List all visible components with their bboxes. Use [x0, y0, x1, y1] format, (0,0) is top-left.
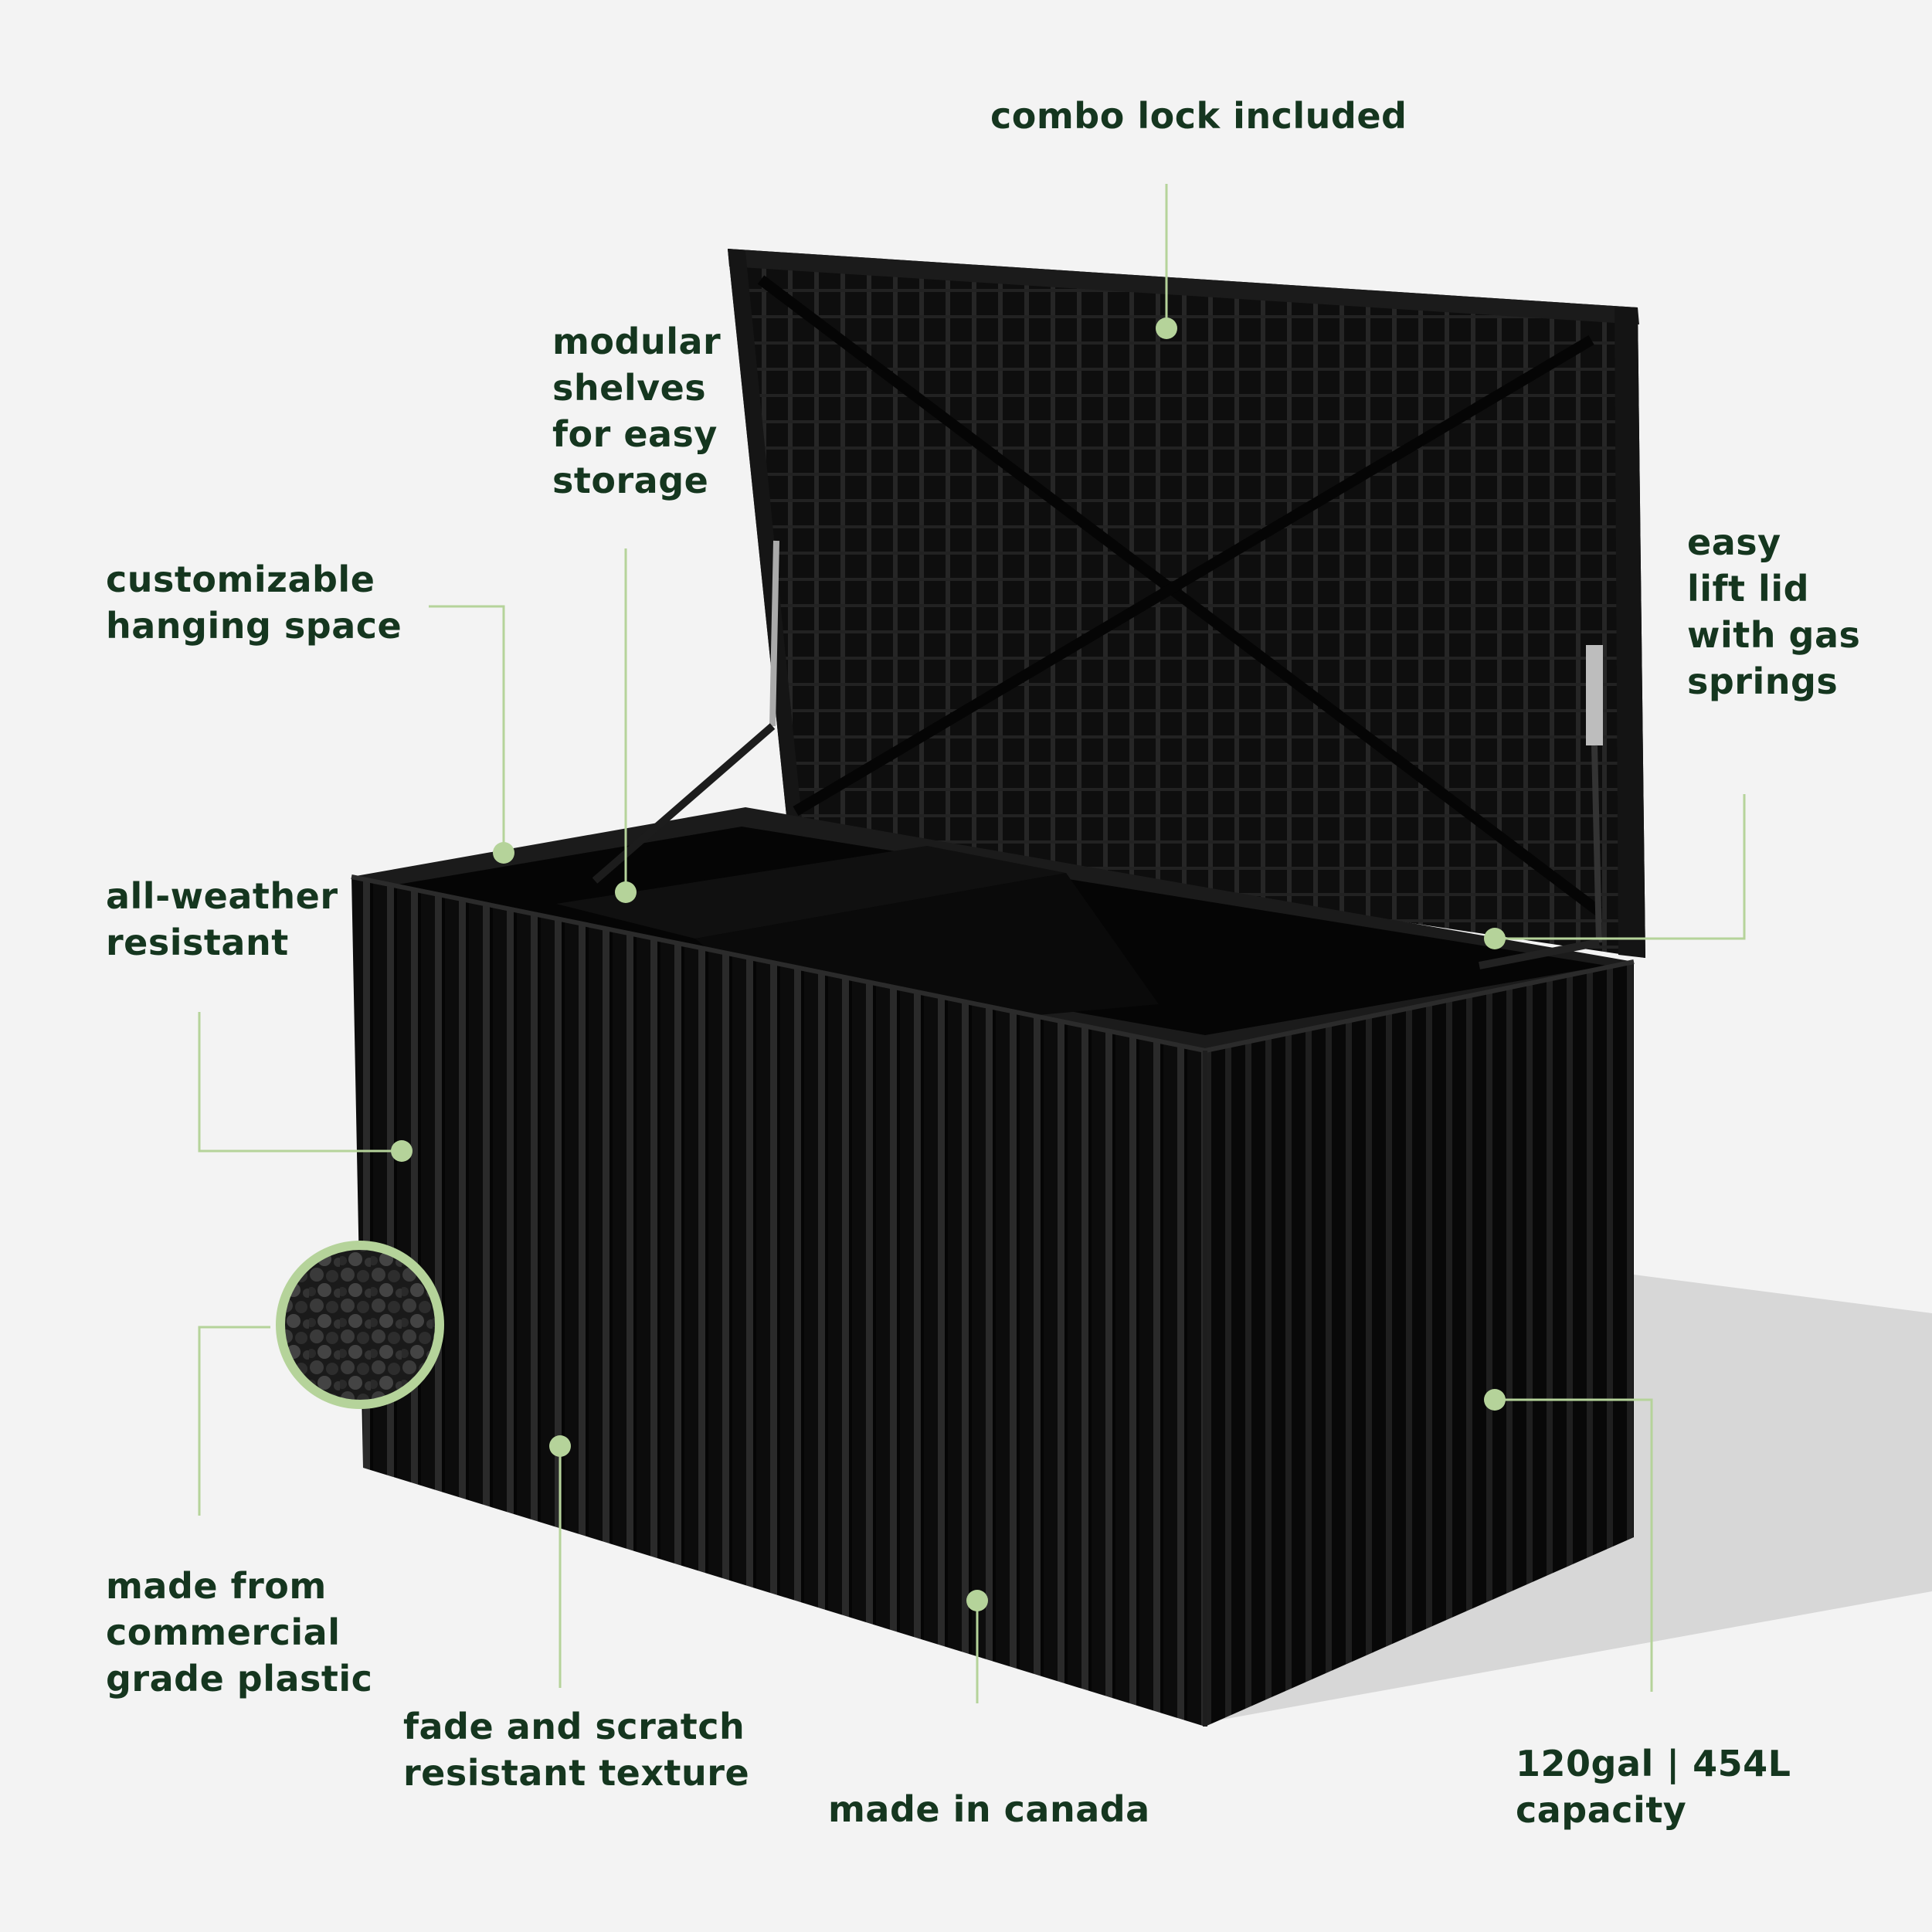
callout-line: modular — [552, 321, 722, 362]
callout-line: hanging space — [106, 605, 402, 647]
callout-hanging-space: customizable hanging space — [106, 556, 402, 649]
callout-line: grade plastic — [106, 1658, 373, 1699]
callout-line: storage — [552, 460, 709, 501]
callout-line: resistant — [106, 922, 289, 963]
callout-commercial-plastic: made from commercial grade plastic — [106, 1563, 372, 1702]
callout-capacity: 120gal | 454L capacity — [1516, 1740, 1791, 1833]
callout-line: easy — [1687, 521, 1781, 563]
callout-line: with gas — [1687, 614, 1861, 656]
callout-line: made from — [106, 1565, 327, 1607]
callout-line: combo lock included — [990, 95, 1407, 137]
callout-modular-shelves: modular shelves for easy storage — [552, 318, 721, 504]
callout-combo-lock: combo lock included — [990, 93, 1407, 139]
callout-line: commercial — [106, 1611, 341, 1653]
callout-line: fade and scratch — [403, 1706, 745, 1747]
callout-line: resistant texture — [403, 1752, 750, 1794]
callout-line: shelves — [552, 367, 707, 409]
callout-made-in-canada: made in canada — [828, 1786, 1150, 1832]
callout-line: capacity — [1516, 1789, 1687, 1831]
callout-line: lift lid — [1687, 568, 1810, 609]
callout-fade-scratch: fade and scratch resistant texture — [403, 1703, 749, 1796]
callout-easy-lift: easy lift lid with gas springs — [1687, 519, 1860, 705]
callout-line: customizable — [106, 559, 375, 600]
callout-lines — [198, 184, 1746, 1703]
texture-inset — [276, 1241, 444, 1409]
callout-dots — [391, 317, 1506, 1611]
callout-line: for easy — [552, 413, 718, 455]
callout-line: 120gal | 454L — [1516, 1743, 1791, 1784]
callout-line: all-weather — [106, 875, 338, 917]
callout-line: springs — [1687, 660, 1839, 702]
callout-line: made in canada — [828, 1788, 1150, 1830]
callout-all-weather: all-weather resistant — [106, 873, 338, 966]
